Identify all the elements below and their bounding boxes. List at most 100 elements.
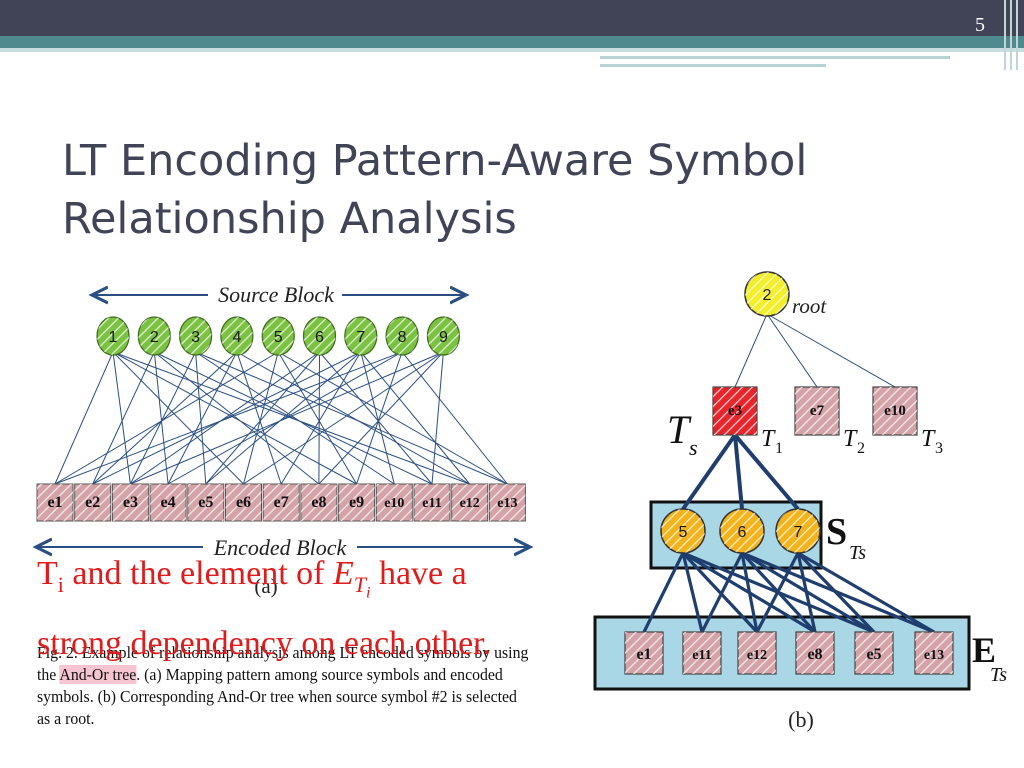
mapping-edge — [205, 351, 362, 485]
note-t-base: T — [37, 555, 58, 592]
mapping-edge — [130, 351, 444, 485]
st-to-et-edge — [797, 551, 935, 634]
et-label: E — [972, 630, 996, 670]
slide-number: 5 — [975, 14, 985, 36]
encoded-symbol-hatch — [37, 484, 73, 521]
encoded-symbol-label: e8 — [311, 494, 326, 511]
st-node-label: 5 — [679, 524, 688, 541]
et-node-label: e1 — [636, 646, 651, 663]
et-node-hatch — [683, 632, 721, 674]
level1-tag-sub: 2 — [857, 440, 865, 457]
level1-node-hatch — [873, 387, 917, 435]
mapping-edge — [205, 351, 320, 485]
mapping-edge — [277, 351, 508, 485]
st-to-et-edge — [700, 552, 744, 633]
mapping-edge — [54, 351, 114, 485]
level1-node-label: e7 — [810, 403, 825, 419]
mapping-edge — [112, 351, 470, 485]
mapping-edge — [112, 351, 244, 485]
source-symbol-hatch — [138, 317, 171, 355]
note-e-base: E — [332, 555, 354, 592]
st-to-et-edge — [741, 551, 875, 634]
mapping-edge — [277, 351, 358, 485]
source-symbol-hatch — [303, 317, 336, 355]
st-to-et-edge — [642, 552, 685, 633]
decor-line — [600, 64, 826, 67]
encoded-symbol-label: e5 — [198, 494, 213, 511]
encoded-symbol-hatch — [263, 484, 300, 521]
title-line-2: Relationship Analysis — [62, 194, 517, 244]
mapping-edge — [167, 351, 238, 485]
mapping-edge — [280, 351, 362, 485]
caption-text-2: . (a) Mapping pattern among source symbo… — [37, 665, 517, 728]
ts-to-st-edge — [733, 434, 744, 510]
ts-to-st-edge — [681, 433, 737, 511]
level1-tag: T — [843, 426, 858, 452]
et-node-label: e8 — [807, 646, 822, 663]
header-stripe — [0, 36, 1024, 48]
st-node-hatch — [776, 509, 820, 553]
mapping-edge — [236, 351, 282, 485]
note-t-sub: i — [57, 571, 64, 597]
st-to-et-edge — [681, 552, 704, 633]
level1-tag: T — [921, 426, 936, 452]
source-symbol-label: 3 — [191, 329, 200, 346]
source-symbol-hatch — [179, 317, 212, 355]
root-edge — [734, 313, 768, 388]
level1-node-label: e3 — [728, 403, 742, 419]
source-symbol-label: 2 — [150, 329, 159, 346]
st-node-label: 7 — [794, 524, 803, 541]
caption-highlight: And-Or tree — [59, 665, 137, 684]
caption-text-1: Fig. 2. Example of relationship analysis… — [37, 643, 529, 684]
root-edge — [766, 313, 896, 388]
header-bar — [0, 0, 1024, 36]
ts-label-sub: s — [689, 435, 698, 460]
source-symbol-label: 7 — [356, 329, 365, 346]
mapping-edge — [195, 351, 207, 485]
ts-to-st-edge — [733, 433, 800, 511]
encoded-symbol-hatch — [376, 484, 413, 521]
mapping-edge — [431, 351, 444, 485]
mapping-edge — [319, 351, 433, 485]
mapping-edge — [54, 351, 403, 485]
note-e-subsub: i — [366, 584, 371, 602]
mapping-edge — [129, 351, 197, 485]
note-end: have a — [370, 555, 467, 592]
mapping-edge — [92, 351, 155, 485]
encoded-symbol-label: e7 — [274, 494, 289, 511]
encoded-symbol-hatch — [187, 484, 224, 521]
slide-title: LT Encoding Pattern-Aware Symbol Relatio… — [62, 132, 942, 248]
st-node-hatch — [720, 509, 764, 553]
source-symbol-hatch — [344, 317, 377, 355]
mapping-edge — [236, 351, 470, 485]
mapping-edge — [318, 351, 320, 485]
level1-node-label: e10 — [884, 403, 906, 419]
st-label: S — [826, 511, 847, 553]
encoded-symbol-label: e12 — [460, 496, 480, 511]
title-line-1: LT Encoding Pattern-Aware Symbol — [62, 136, 808, 186]
note-e-sub: T — [353, 571, 366, 597]
source-symbol-hatch — [262, 317, 295, 355]
et-label-sub: Ts — [990, 664, 1007, 686]
mapping-edge — [112, 351, 131, 485]
encoded-symbol-label: e6 — [236, 494, 251, 511]
root-node-value: 2 — [763, 287, 772, 304]
mapping-edge — [154, 351, 433, 485]
source-block-label: Source Block — [218, 282, 335, 307]
decor-vline — [1016, 0, 1018, 70]
mapping-edge — [153, 351, 169, 485]
st-label-sub: Ts — [849, 542, 866, 564]
encoded-symbol-hatch — [451, 484, 488, 521]
encoded-symbol-label: e10 — [384, 496, 404, 511]
level1-node-hatch — [713, 387, 757, 435]
figure-caption: Fig. 2. Example of relationship analysis… — [37, 642, 530, 730]
et-node-hatch — [738, 632, 776, 674]
mapping-edge — [195, 351, 508, 485]
et-node-hatch — [915, 632, 953, 674]
encoded-symbol-hatch — [300, 484, 337, 521]
mapping-edge — [130, 351, 320, 485]
